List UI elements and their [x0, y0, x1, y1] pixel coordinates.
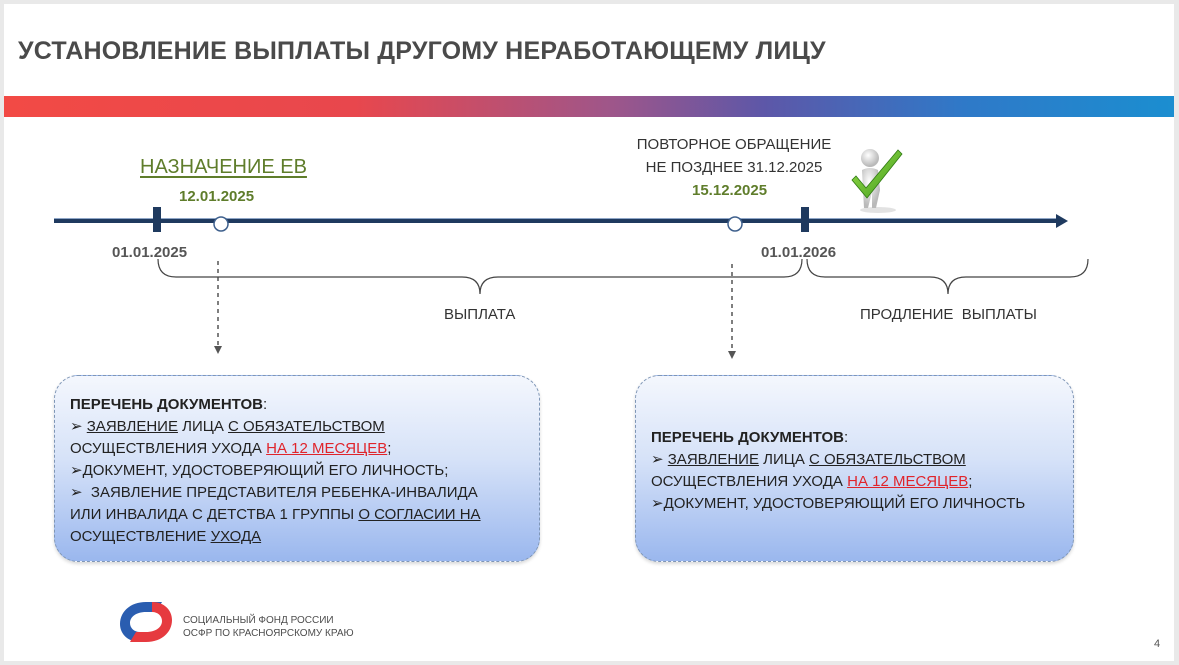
bullet-arrow-icon: ➢ — [651, 451, 668, 468]
payment-label: ВЫПЛАТА — [444, 306, 516, 323]
sfr-logo-icon — [120, 602, 172, 642]
footer-org: СОЦИАЛЬНЫЙ ФОНД РОССИИ ОСФР ПО КРАСНОЯРС… — [183, 614, 354, 640]
timeline-graphic — [54, 207, 1089, 359]
item1-statement: ЗАЯВЛЕНИЕ — [86, 418, 178, 435]
extension-label: ПРОДЛЕНИЕ ВЫПЛАТЫ — [860, 306, 1037, 323]
item1-person: ЛИЦА — [758, 451, 810, 468]
box-left-item3-line1: ➢ ЗАЯВЛЕНИЕ ПРЕДСТАВИТЕЛЯ РЕБЕНКА-ИНВАЛИ… — [70, 484, 478, 501]
footer-org-line1: СОЦИАЛЬНЫЙ ФОНД РОССИИ — [183, 615, 334, 626]
person-checkmark-icon — [851, 149, 903, 213]
item1-months: НА 12 МЕСЯЦЕВ — [266, 440, 388, 457]
extension-brace — [806, 258, 1089, 295]
box-right-item2: ➢ДОКУМЕНТ, УДОСТОВЕРЯЮЩИЙ ЕГО ЛИЧНОСТЬ — [651, 495, 1026, 512]
item1-obligation: С ОБЯЗАТЕЛЬСТВОМ — [228, 418, 385, 435]
box-left-item2: ➢ДОКУМЕНТ, УДОСТОВЕРЯЮЩИЙ ЕГО ЛИЧНОСТЬ; — [70, 462, 449, 479]
item1-person: ЛИЦА — [177, 418, 229, 435]
item3-care: УХОДА — [210, 528, 262, 545]
box-right-heading-line: ПЕРЕЧЕНЬ ДОКУМЕНТОВ: — [651, 427, 1025, 449]
end-date: 01.01.2026 — [761, 244, 837, 261]
slide: УСТАНОВЛЕНИЕ ВЫПЛАТЫ ДРУГОМУ НЕРАБОТАЮЩЕ… — [4, 4, 1174, 661]
box-right-heading: ПЕРЕЧЕНЬ ДОКУМЕНТОВ — [651, 429, 844, 446]
item1-semicolon: ; — [968, 473, 973, 490]
appointment-circle-icon — [213, 216, 229, 232]
gradient-banner — [4, 96, 1174, 117]
box-left-item3-line3: ОСУЩЕСТВЛЕНИЕ УХОДА — [70, 526, 481, 548]
payment-brace — [157, 258, 803, 295]
item1-semicolon: ; — [387, 440, 392, 457]
repeat-line2: НЕ ПОЗДНЕЕ 31.12.2025 — [645, 159, 823, 176]
appointment-date: 12.01.2025 — [179, 188, 255, 205]
item3-implementation: ОСУЩЕСТВЛЕНИЕ — [70, 528, 211, 545]
slide-title: УСТАНОВЛЕНИЕ ВЫПЛАТЫ ДРУГОМУ НЕРАБОТАЮЩЕ… — [18, 37, 826, 65]
box-left-heading-line: ПЕРЕЧЕНЬ ДОКУМЕНТОВ: — [70, 394, 481, 416]
repeat-circle-icon — [727, 216, 743, 232]
documents-box-right: ПЕРЕЧЕНЬ ДОКУМЕНТОВ: ➢ ЗАЯВЛЕНИЕ ЛИЦА С … — [635, 375, 1074, 562]
start-marker — [153, 207, 161, 232]
item3-consent: О СОГЛАСИИ НА — [358, 506, 481, 523]
end-marker — [801, 207, 809, 232]
documents-box-left: ПЕРЕЧЕНЬ ДОКУМЕНТОВ: ➢ ЗАЯВЛЕНИЕ ЛИЦА С … — [54, 375, 540, 562]
bullet-arrow-icon: ➢ — [70, 418, 87, 435]
appointment-title: НАЗНАЧЕНИЕ ЕВ — [140, 156, 307, 178]
arrow-down-icon — [728, 351, 736, 359]
box-left-colon: : — [262, 396, 268, 413]
box-right-item1-line1: ➢ ЗАЯВЛЕНИЕ ЛИЦА С ОБЯЗАТЕЛЬСТВОМ — [651, 449, 1025, 471]
item1-obligation: С ОБЯЗАТЕЛЬСТВОМ — [809, 451, 966, 468]
box-right-colon: : — [843, 429, 849, 446]
repeat-date: 15.12.2025 — [692, 182, 768, 199]
box-left-item1-line2: ОСУЩЕСТВЛЕНИЯ УХОДА НА 12 МЕСЯЦЕВ; — [70, 438, 481, 460]
arrow-down-icon — [214, 346, 222, 354]
item3-invalid: ИЛИ ИНВАЛИДА С ДЕТСТВА 1 ГРУППЫ — [70, 506, 359, 523]
footer-org-line2: ОСФР ПО КРАСНОЯРСКОМУ КРАЮ — [183, 628, 354, 639]
item1-statement: ЗАЯВЛЕНИЕ — [667, 451, 759, 468]
arrow-head-icon — [1056, 214, 1068, 228]
box-left-heading: ПЕРЕЧЕНЬ ДОКУМЕНТОВ — [70, 396, 263, 413]
repeat-line1: ПОВТОРНОЕ ОБРАЩЕНИЕ — [636, 136, 832, 153]
item1-months: НА 12 МЕСЯЦЕВ — [847, 473, 969, 490]
item1-care: ОСУЩЕСТВЛЕНИЯ УХОДА — [651, 473, 848, 490]
page-number: 4 — [1154, 638, 1161, 650]
box-left-item3-line2: ИЛИ ИНВАЛИДА С ДЕТСТВА 1 ГРУППЫ О СОГЛАС… — [70, 504, 481, 526]
box-right-item1-line2: ОСУЩЕСТВЛЕНИЯ УХОДА НА 12 МЕСЯЦЕВ; — [651, 471, 1025, 493]
box-left-item1-line1: ➢ ЗАЯВЛЕНИЕ ЛИЦА С ОБЯЗАТЕЛЬСТВОМ — [70, 416, 481, 438]
item1-care: ОСУЩЕСТВЛЕНИЯ УХОДА — [70, 440, 267, 457]
start-date: 01.01.2025 — [112, 244, 188, 261]
